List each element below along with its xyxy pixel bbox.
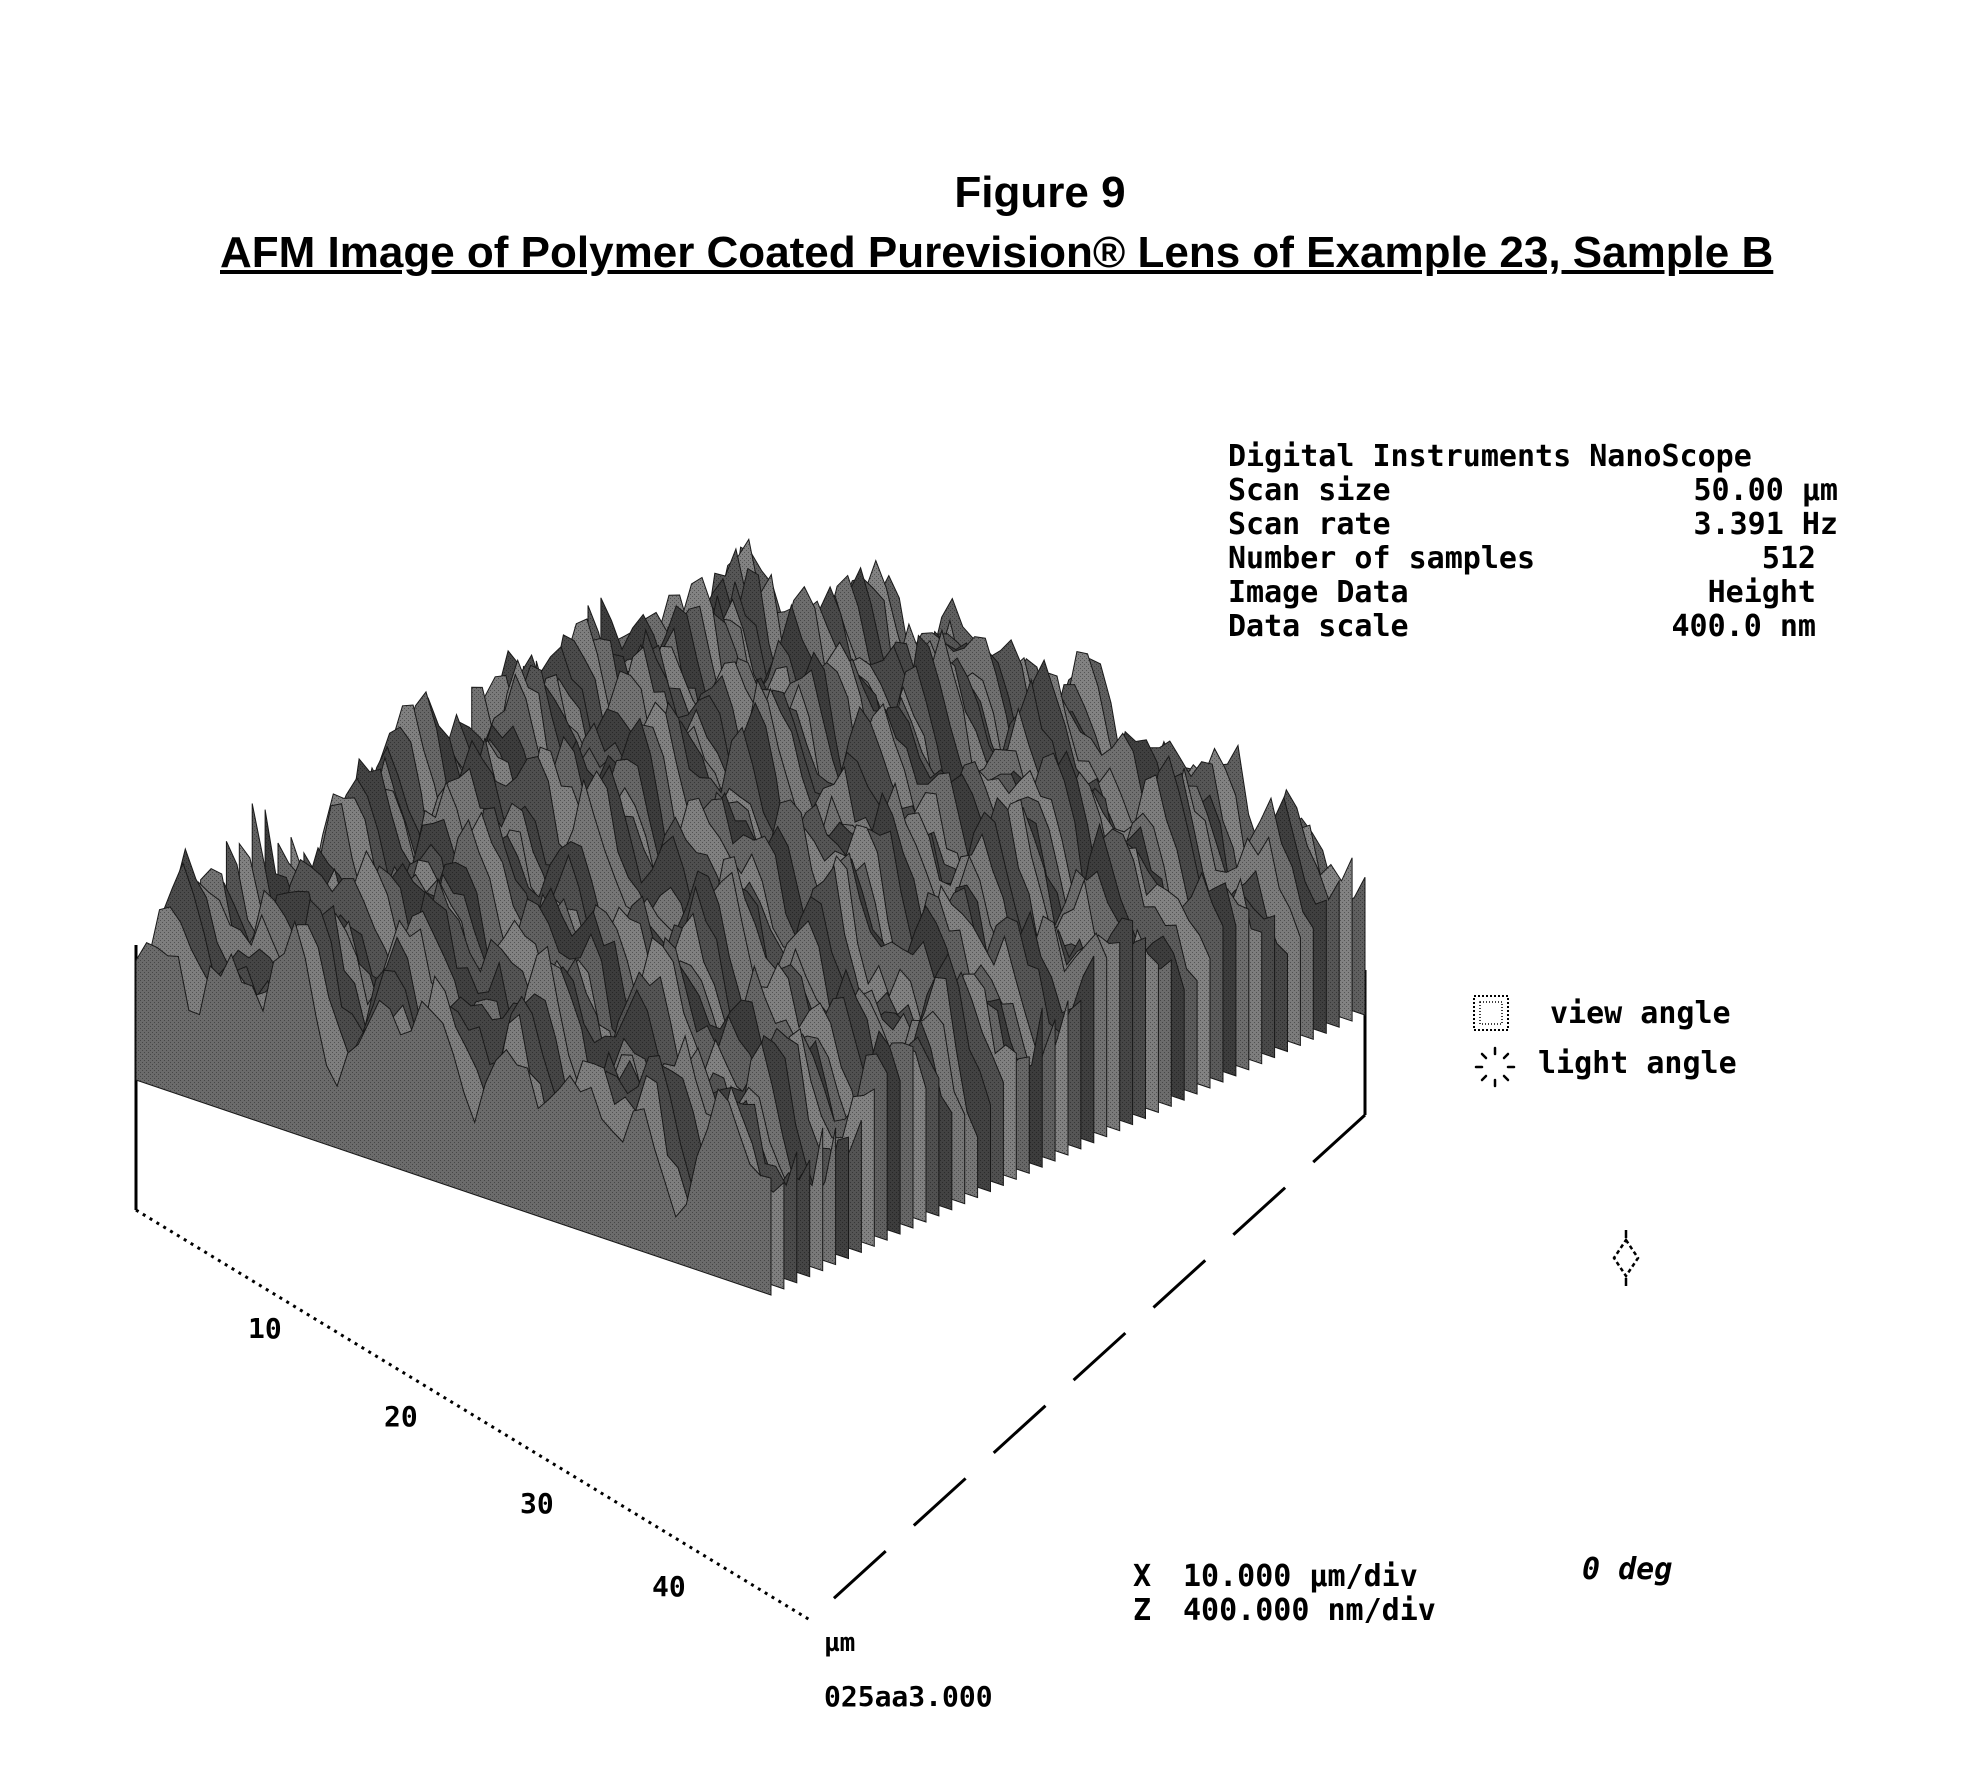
scale-info: X10.000 µm/div Z400.000 nm/div [1133, 1560, 1436, 1628]
x-scale-row: X10.000 µm/div [1133, 1560, 1436, 1594]
file-name: 025aa3.000 [824, 1680, 993, 1713]
z-scale-value: 400.000 nm/div [1183, 1593, 1436, 1628]
param-value: 3.391 Hz [1694, 508, 1839, 542]
z-scale-row: Z400.000 nm/div [1133, 1594, 1436, 1628]
rotation-indicator-icon [1606, 1228, 1646, 1288]
param-value: 400.0 nm [1672, 610, 1817, 644]
instrument-name: Digital Instruments NanoScope [1228, 440, 1752, 474]
view-angle-label: view angle [1550, 996, 1731, 1031]
axis-unit: µm [824, 1628, 855, 1658]
surface-layer [136, 539, 1365, 1295]
param-row: Data scale 400.0 nm [1228, 610, 1838, 644]
param-key: Data scale [1228, 610, 1409, 644]
x-scale-value: 10.000 µm/div [1183, 1559, 1418, 1594]
z-scale-axis: Z [1133, 1594, 1183, 1628]
axis-tick-label: 10 [248, 1312, 282, 1345]
axis-tick-label: 20 [384, 1400, 418, 1433]
light-angle-label: light angle [1538, 1046, 1737, 1081]
param-row: Number of samples 512 [1228, 542, 1838, 576]
param-value: 512 [1762, 542, 1816, 576]
instrument-header: Digital Instruments NanoScope [1228, 440, 1838, 474]
axis-tick-label: 30 [520, 1487, 554, 1520]
param-key: Number of samples [1228, 542, 1535, 576]
param-row: Scan rate 3.391 Hz [1228, 508, 1838, 542]
param-key: Scan size [1228, 474, 1391, 508]
instrument-info: Digital Instruments NanoScope Scan size … [1228, 440, 1838, 644]
light-angle-icon [1470, 1042, 1520, 1092]
param-row: Scan size 50.00 µm [1228, 474, 1838, 508]
view-angle-icon [1470, 992, 1516, 1036]
param-value: 50.00 µm [1694, 474, 1839, 508]
param-key: Image Data [1228, 576, 1409, 610]
rotation-degree: 0 deg [1582, 1552, 1672, 1587]
axis-tick-label: 40 [652, 1570, 686, 1603]
param-value: Height [1708, 576, 1816, 610]
x-scale-axis: X [1133, 1560, 1183, 1594]
param-row: Image Data Height [1228, 576, 1838, 610]
param-key: Scan rate [1228, 508, 1391, 542]
